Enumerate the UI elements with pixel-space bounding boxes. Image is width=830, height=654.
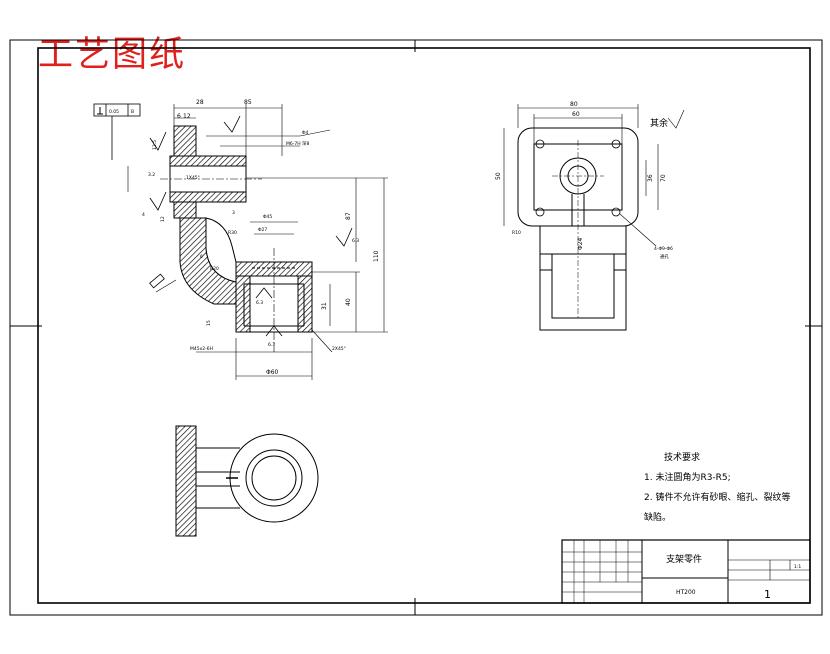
tolerance-value: 0.05: [109, 109, 119, 115]
center-lines: [160, 178, 275, 352]
dim-12b: 12: [160, 216, 166, 222]
tap-note: M6-7H 深8: [286, 140, 310, 147]
dim-3: 3: [232, 210, 235, 216]
front-dimension-texts: 28 85 6 12 0.05 B 1X45° Φ4 M6-7H 深8 Φ45 …: [109, 99, 380, 376]
dim-12: 12: [183, 113, 191, 120]
front-section-view: 28 85 6 12 0.05 B 1X45° Φ4 M6-7H 深8 Φ45 …: [93, 99, 388, 380]
tech-item-2-cont: 缺陷。: [644, 511, 671, 523]
roughness-6-3-c: 6.3: [352, 238, 359, 244]
dim-phi45: Φ45: [263, 214, 272, 220]
tolerance-frame: [93, 103, 141, 160]
dim-28: 28: [196, 99, 204, 106]
dim-60: 60: [572, 111, 580, 118]
dim-50: 50: [495, 172, 502, 180]
tech-item-1: 1. 未注圆角为R3-R5;: [644, 471, 731, 483]
dim-85: 85: [244, 99, 252, 106]
thread-note: M45x2-6H: [190, 346, 213, 352]
dim-6: 6: [177, 113, 181, 120]
hole-phi4: Φ4: [302, 130, 309, 136]
dim-phi27: Φ27: [258, 227, 267, 233]
dim-phi24: Φ24: [577, 237, 584, 250]
dim-110: 110: [373, 250, 380, 262]
dim-6b: 6: [200, 254, 203, 260]
dim-70: 70: [660, 174, 667, 182]
dim-4: 4: [142, 212, 145, 218]
chamfer2-note: 2X45°: [332, 346, 346, 352]
dimension-lines: [127, 104, 388, 380]
side-view: 80 60 50 70 36 Φ24 4-Φ9-Φ6 通孔 R10 其余: [495, 101, 685, 331]
tech-title: 技术要求: [664, 451, 700, 463]
technical-requirements: 技术要求 1. 未注圆角为R3-R5; 2. 铸件不允许有砂眼、缩孔、裂纹等 缺…: [644, 451, 790, 523]
dim-87: 87: [345, 212, 352, 220]
radius-r20: R20: [210, 266, 219, 272]
roughness-6-3-a: 6.3: [256, 300, 263, 306]
holes-note-2: 通孔: [660, 253, 669, 260]
scale: 1:1: [794, 564, 801, 570]
roughness-6-3-b: 6.3: [268, 342, 275, 348]
surface-note: 其余: [650, 117, 668, 129]
title-block: [561, 539, 811, 604]
roughness-symbols: [149, 115, 353, 337]
upper-flange-section: [169, 125, 247, 219]
dim-31: 31: [321, 302, 328, 310]
radius-r30: R30: [228, 230, 237, 236]
holes-note: 4-Φ9-Φ6: [654, 246, 673, 252]
dim-36: 36: [647, 174, 654, 182]
chamfer-note: 1X45°: [186, 175, 200, 181]
top-view: [175, 425, 319, 537]
dim-15: 15: [206, 320, 212, 326]
lower-body: [539, 226, 627, 331]
dim-40: 40: [345, 298, 352, 306]
curved-arm-section: [179, 217, 237, 305]
dim-80: 80: [570, 101, 578, 108]
part-name: 支架零件: [666, 553, 702, 565]
datum-letter: B: [131, 109, 134, 115]
radius-r10: R10: [512, 230, 521, 236]
roughness-12-5: 12.5: [152, 140, 158, 150]
sheet-number: 1: [764, 588, 771, 601]
tech-item-2: 2. 铸件不允许有砂眼、缩孔、裂纹等: [644, 491, 790, 503]
plate-holes: [535, 139, 621, 217]
material: HT200: [676, 589, 696, 596]
stamp-title: 工艺图纸: [38, 35, 187, 75]
dim-phi60: Φ60: [266, 369, 279, 376]
roughness-3-2: 3.2: [148, 172, 155, 178]
sheet-borders: [9, 39, 823, 616]
